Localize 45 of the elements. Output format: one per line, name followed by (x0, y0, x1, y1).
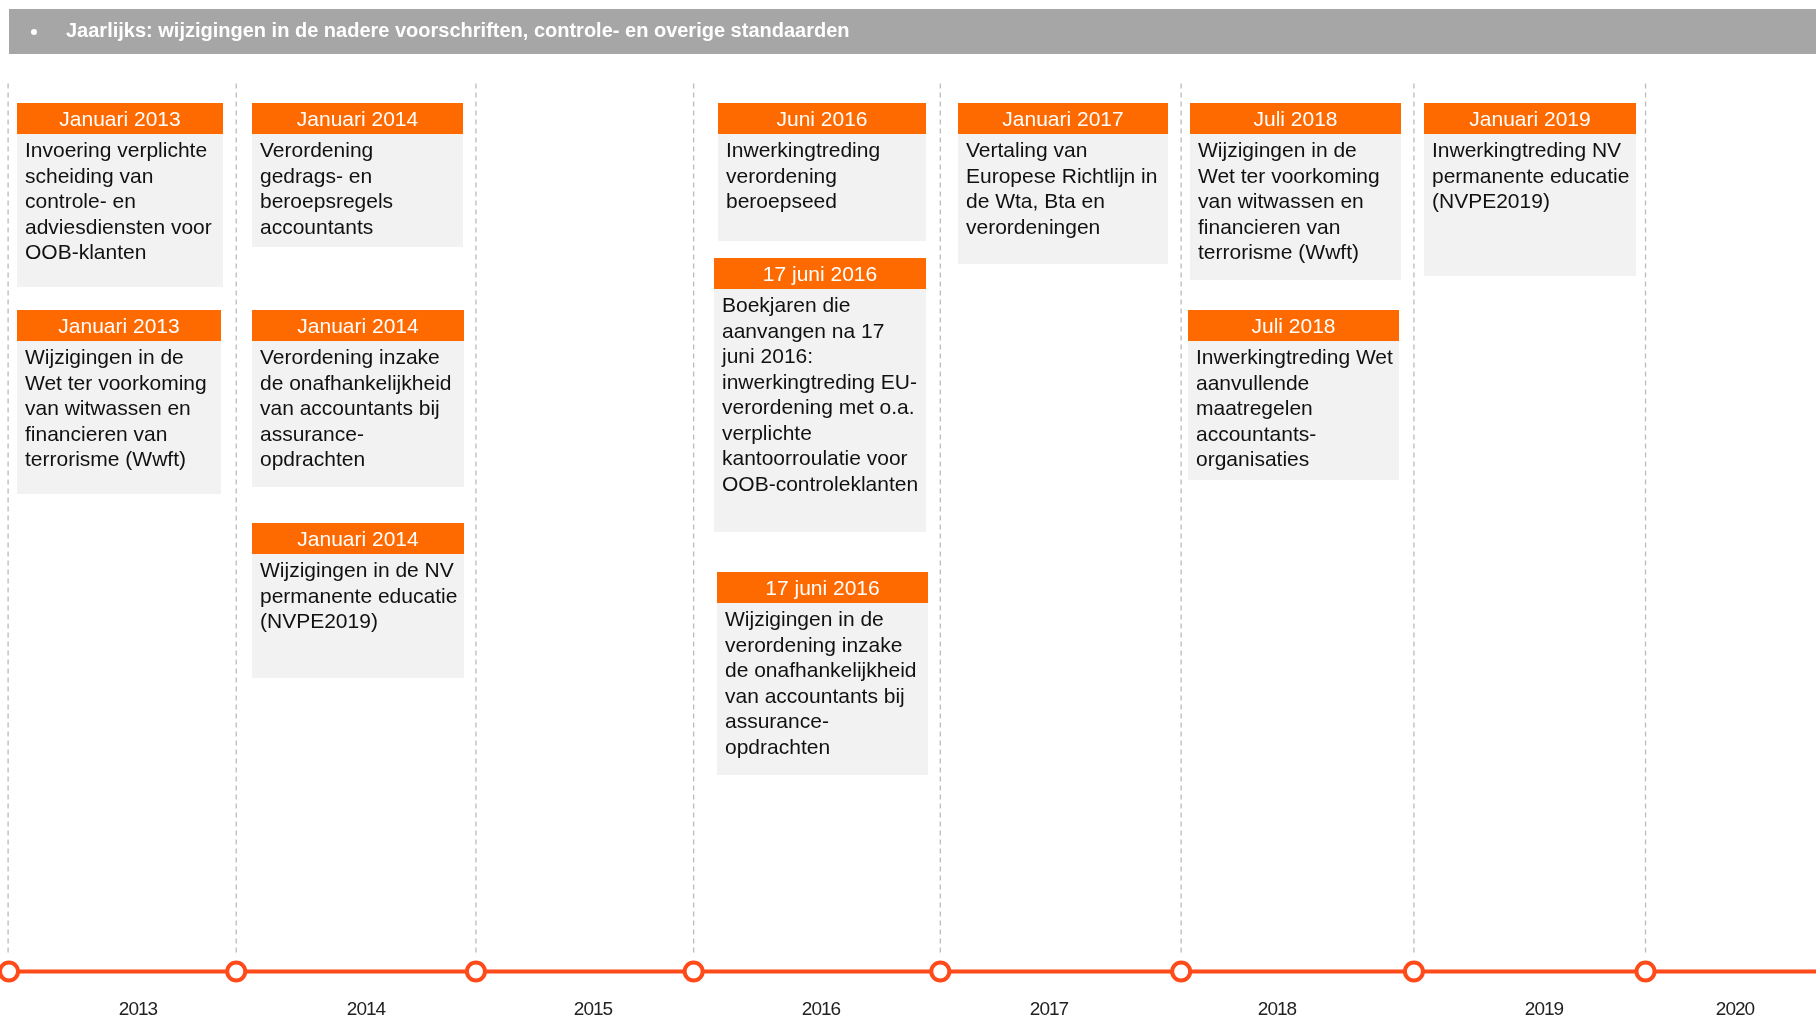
event-card (1424, 103, 1636, 276)
date-label: Juni 2016 (718, 103, 926, 134)
date-label: Januari 2014 (252, 103, 463, 134)
year-label: 2020 (1715, 998, 1755, 1020)
year-label: 2014 (346, 998, 386, 1020)
date-label: Januari 2019 (1424, 103, 1636, 134)
year-label: 2018 (1257, 998, 1297, 1020)
event-card (714, 258, 926, 532)
event-card (1190, 103, 1401, 280)
year-label: 2019 (1524, 998, 1564, 1020)
year-label: 2017 (1029, 998, 1069, 1020)
event-card (252, 523, 464, 678)
event-card (252, 310, 464, 487)
date-label: Januari 2013 (17, 310, 221, 341)
date-label: Juli 2018 (1190, 103, 1401, 134)
event-description: Inwerkingtreding NV permanente educatie (NVPE2019) (1431, 137, 1631, 214)
date-label: Juli 2018 (1188, 310, 1399, 341)
event-card (718, 103, 926, 241)
event-description: Verordening inzake de onafhankelijkheid van accountants bij assurance-opdrachten (259, 344, 453, 472)
year-label: 2013 (118, 998, 158, 1020)
event-description: Inwerkingtreding verordening beroepseed (725, 137, 882, 214)
event-card (17, 310, 221, 494)
date-label: 17 juni 2016 (717, 572, 928, 603)
year-label: 2016 (801, 998, 841, 1020)
event-card (958, 103, 1168, 264)
event-card (1188, 310, 1399, 480)
event-card (717, 572, 928, 775)
event-description: Invoering verplichte scheiding van controle- en adviesdiensten voor OOB-klanten (24, 137, 213, 265)
event-card (252, 103, 463, 247)
date-label: Januari 2014 (252, 523, 464, 554)
date-label: 17 juni 2016 (714, 258, 926, 289)
year-label: 2015 (573, 998, 613, 1020)
event-description: Inwerkingtreding Wet aanvullende maatregelen accountants-organisaties (1195, 344, 1394, 472)
event-description: Vertaling van Europese Richtlijn in de Wta, Bta en verordeningen (965, 137, 1159, 240)
date-label: Januari 2014 (252, 310, 464, 341)
event-description: Wijzigingen in de Wet ter voorkoming van witwassen en financieren van terrorisme (Wwft) (1197, 137, 1381, 265)
event-description: Wijzigingen in de NV permanente educatie (NVPE2019) (259, 557, 459, 634)
event-card (17, 103, 223, 287)
date-label: Januari 2013 (17, 103, 223, 134)
event-description: Wijzigingen in de Wet ter voorkoming van witwassen en financieren van terrorisme (Wwft) (24, 344, 208, 472)
event-description: Boekjaren die aanvangen na 17 juni 2016: inwerkingtreding EU-verordening met o.a. verplichte kantoorroulatie voor OOB-controleklanten (720, 292, 920, 497)
title: Jaarlijks: wijzigingen in de nadere voorschriften, controle- en overige standaarden (66, 19, 850, 42)
event-description: Verordening gedrags- en beroepsregels accountants (259, 137, 395, 240)
date-label: Januari 2017 (958, 103, 1168, 134)
event-description: Wijzigingen in de verordening inzake de onafhankelijkheid van accountants bij assurance-opdrachten (724, 606, 918, 760)
